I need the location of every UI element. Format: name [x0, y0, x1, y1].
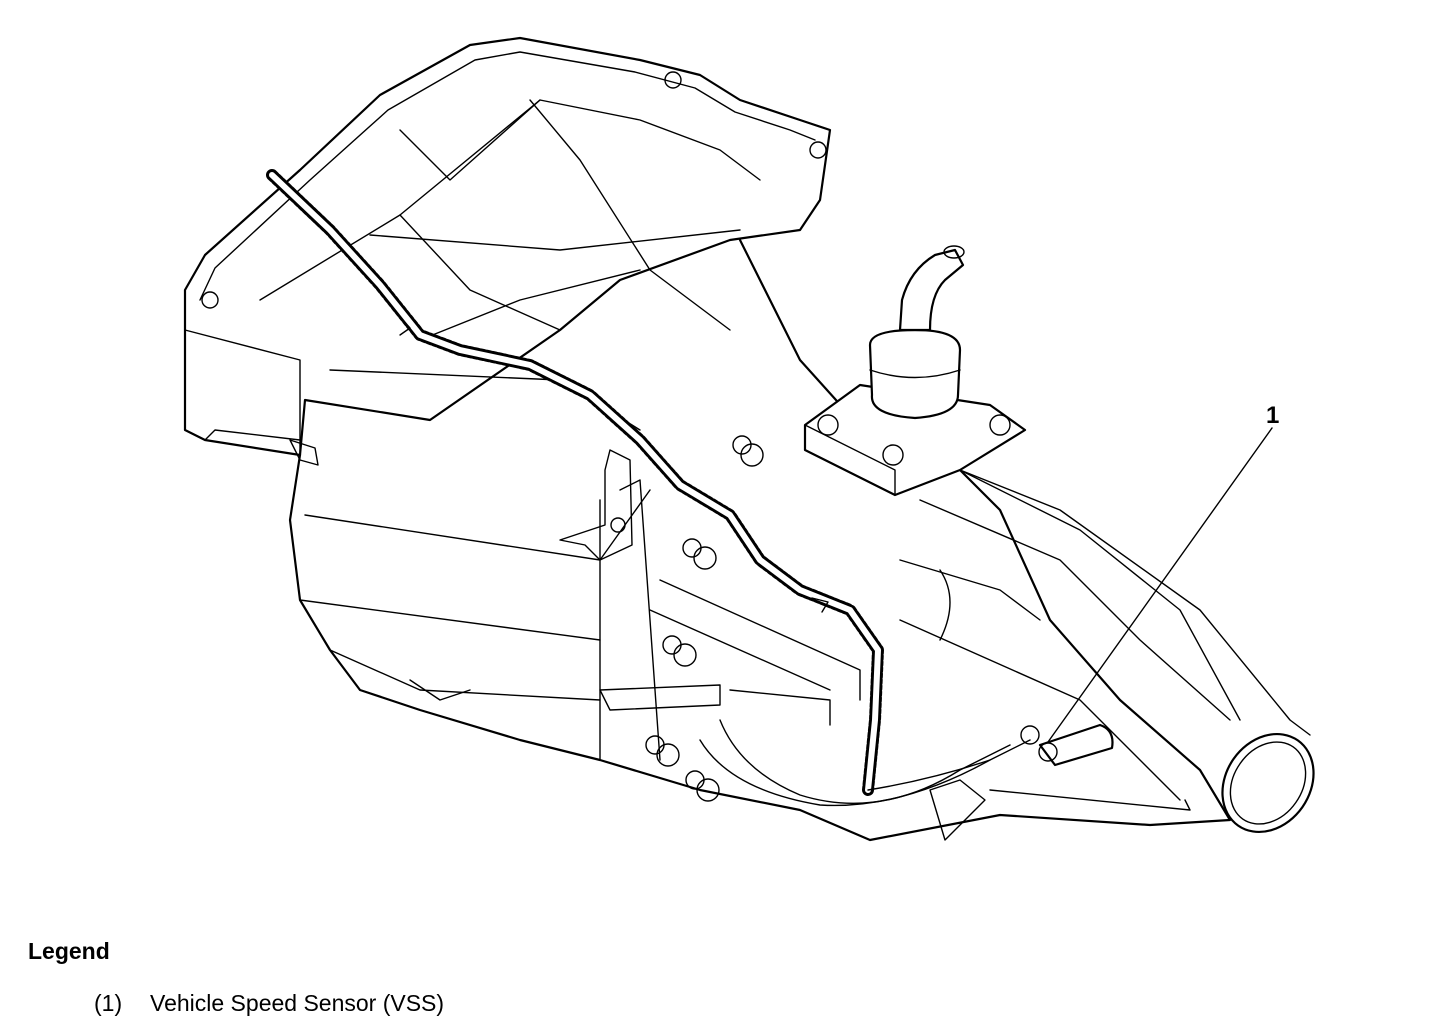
callout-leader-line [1047, 427, 1273, 743]
case-bolts [645, 435, 764, 802]
tail-housing [959, 469, 1311, 736]
callout-number: 1 [1266, 402, 1280, 429]
vehicle-speed-sensor [1038, 723, 1114, 767]
legend-item-label: Vehicle Speed Sensor (VSS) [150, 990, 445, 1016]
legend-item-number: (1) [94, 990, 123, 1016]
legend-item: (1) Vehicle Speed Sensor (VSS) [94, 990, 444, 1017]
legend-title: Legend [28, 938, 110, 964]
transmission-illustration [183, 36, 1315, 842]
output-shaft-opening [1221, 732, 1315, 834]
shift-lever [898, 248, 965, 332]
transmission-line-drawing [183, 36, 1315, 842]
shifter-boot [868, 328, 962, 420]
transmission-case [288, 238, 1232, 842]
bell-housing-flange [183, 36, 832, 457]
